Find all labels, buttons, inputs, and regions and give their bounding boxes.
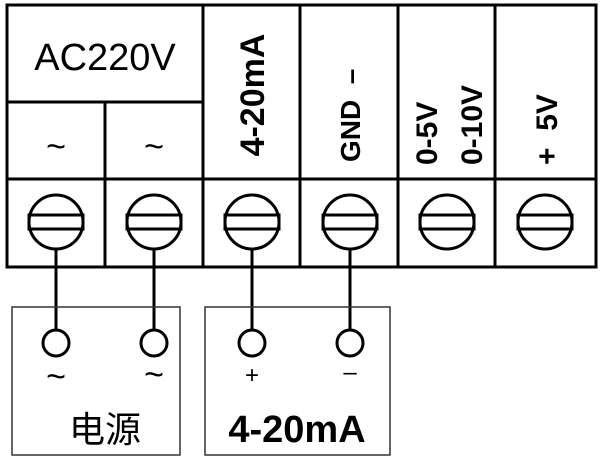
terminal-block: AC220V ~ ~ 4-20mA GND – 0-5V 0-10V + 5V: [5, 3, 598, 269]
screw-icon[interactable]: [516, 193, 574, 251]
power-source-label: 电源: [69, 410, 141, 451]
terminal-3-label: 4-20mA: [234, 34, 272, 157]
power-header-label: AC220V: [34, 37, 176, 79]
screw-icon[interactable]: [125, 193, 183, 251]
screw-icon[interactable]: [27, 193, 85, 251]
screw-icon[interactable]: [321, 193, 379, 251]
terminal-5-label-line2: 0-10V: [456, 85, 489, 165]
power-pin1-label: ~: [46, 358, 66, 396]
terminal-1-label: ~: [46, 128, 66, 166]
current-pin-minus-label: –: [343, 359, 357, 386]
terminal-pin-icon: [335, 328, 365, 358]
terminal-5-label-line1: 0-5V: [411, 102, 444, 165]
screw-icon[interactable]: [223, 193, 281, 251]
terminal-6-label: + 5V: [531, 94, 564, 165]
terminal-pin-icon: [139, 328, 169, 358]
current-pin-plus-label: +: [245, 362, 259, 389]
current-source-box: + – 4-20mA: [204, 306, 391, 456]
terminal-2-label: ~: [144, 128, 164, 166]
current-source-label: 4-20mA: [228, 409, 365, 451]
terminal-pin-icon: [41, 328, 71, 358]
screw-icon[interactable]: [418, 193, 476, 251]
power-source-box: ~ ~ 电源: [11, 306, 181, 456]
power-pin2-label: ~: [144, 356, 164, 394]
terminal-pin-icon: [237, 328, 267, 358]
terminal-4-label: GND –: [335, 69, 366, 162]
